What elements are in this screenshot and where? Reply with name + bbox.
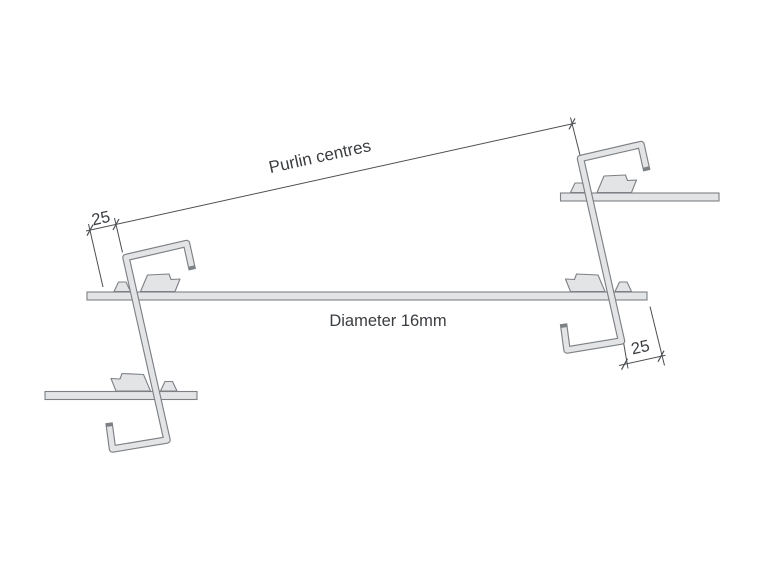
sag-rod-lower-left — [44, 390, 198, 401]
dimension-ticks — [86, 118, 665, 370]
tick-mark — [657, 350, 665, 362]
tick-mark — [112, 218, 120, 231]
sag-rod-upper-right — [559, 192, 720, 202]
tick-mark — [620, 358, 629, 370]
right-purlin-outline — [559, 140, 651, 354]
purlin-centres-dim-line — [85, 122, 577, 232]
rod-hook-end — [159, 380, 178, 392]
rod-hook-end — [139, 273, 181, 293]
rod-hook-ends — [110, 174, 638, 392]
right-offset-label: 25 — [630, 337, 652, 359]
left-purlin-body — [106, 240, 195, 452]
right-purlin-section — [559, 140, 651, 354]
left-offset-label: 25 — [90, 208, 112, 230]
rod-hook-end — [564, 273, 606, 293]
rod-hook-end — [614, 281, 633, 293]
rod-hook-end — [596, 174, 638, 194]
extension-line-rod-end-left — [88, 223, 104, 288]
right-purlin-body — [561, 141, 649, 353]
extension-line-rod-end-right — [649, 306, 665, 366]
left-purlin-section — [105, 239, 196, 453]
diameter-label: Diameter 16mm — [329, 312, 446, 330]
purlin-centres-dimension — [85, 117, 581, 288]
rod-hook-end — [113, 281, 132, 293]
sag-rod-middle — [86, 291, 648, 301]
tick-mark — [568, 118, 576, 130]
rod-hook-end — [110, 372, 152, 392]
tick-mark — [86, 224, 94, 236]
